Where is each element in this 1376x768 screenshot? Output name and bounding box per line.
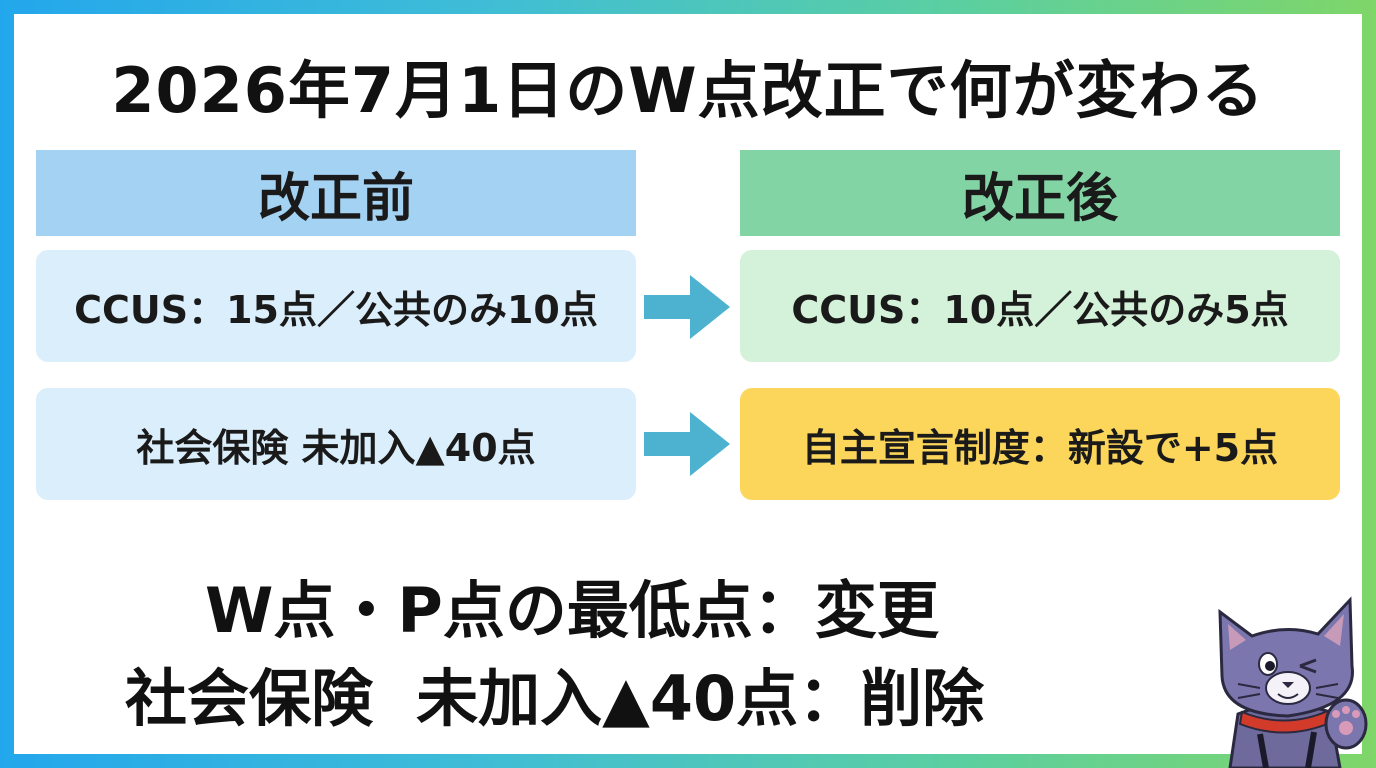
summary-line-minimum-score: W点・P点の最低点：変更: [205, 574, 939, 647]
arrow-right-icon: [644, 412, 730, 476]
after-header: 改正後: [740, 150, 1340, 236]
before-insurance-box: 社会保険 未加入▲40点: [36, 388, 636, 500]
cat-mascot: [1218, 596, 1368, 768]
summary-line-insurance-removed: 社会保険 未加入▲40点：削除: [125, 662, 985, 735]
before-ccus-box: CCUS：15点／公共のみ10点: [36, 250, 636, 362]
after-ccus-box: CCUS：10点／公共のみ5点: [740, 250, 1340, 362]
after-self-declaration-box: 自主宣言制度：新設で+5点: [740, 388, 1340, 500]
content-panel: [14, 14, 1362, 754]
page-title: 2026年7月1日のW点改正で何が変わる: [111, 54, 1265, 127]
arrow-right-icon: [644, 275, 730, 339]
before-header: 改正前: [36, 150, 636, 236]
